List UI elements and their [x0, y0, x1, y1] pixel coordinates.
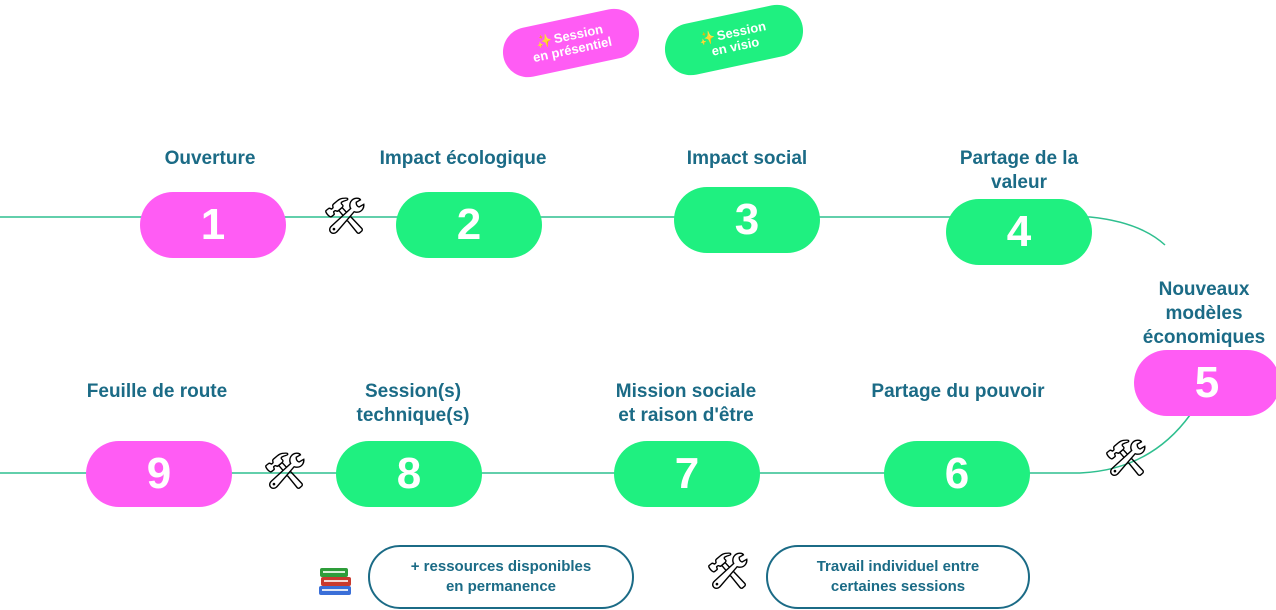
tools-icon: 🛠	[705, 550, 751, 591]
step-3-pill: 3	[674, 187, 820, 253]
step-2-label: Impact écologique	[379, 148, 547, 169]
step-5-label: Nouveaux modèles économiques	[1142, 279, 1266, 348]
timeline-top-line	[0, 216, 1166, 246]
individual-work-note-text: Travail individuel entre certaines sessi…	[816, 558, 980, 595]
step-3-label: Impact social	[686, 148, 808, 169]
step-9-pill: 9	[86, 441, 232, 507]
timeline-bottom-line	[0, 414, 1191, 474]
step-6-pill: 6	[884, 441, 1030, 507]
individual-work-note: Travail individuel entre certaines sessi…	[766, 545, 1030, 609]
step-6-label: Partage du pouvoir	[871, 381, 1045, 402]
step-1-label: Ouverture	[164, 148, 256, 169]
step-7-pill: 7	[614, 441, 760, 507]
resources-note-text: + ressources disponibles en permanence	[410, 558, 592, 595]
books-icon	[319, 568, 351, 595]
tools-icon: 🛠	[322, 195, 368, 236]
step-8-pill: 8	[336, 441, 482, 507]
step-8-label: Session(s) technique(s)	[356, 381, 470, 426]
resources-note: + ressources disponibles en permanence	[368, 545, 634, 609]
step-4-pill: 4	[946, 199, 1092, 265]
step-5-pill: 5	[1134, 350, 1276, 416]
step-1-pill: 1	[140, 192, 286, 258]
tools-icon: 🛠	[1103, 437, 1149, 478]
tools-icon: 🛠	[262, 450, 308, 491]
step-7-label: Mission sociale et raison d'être	[615, 381, 757, 426]
step-2-pill: 2	[396, 192, 542, 258]
legend-visio-label: Session en visio	[710, 18, 768, 59]
step-9-label: Feuille de route	[86, 381, 228, 402]
step-4-label: Partage de la valeur	[959, 148, 1079, 193]
